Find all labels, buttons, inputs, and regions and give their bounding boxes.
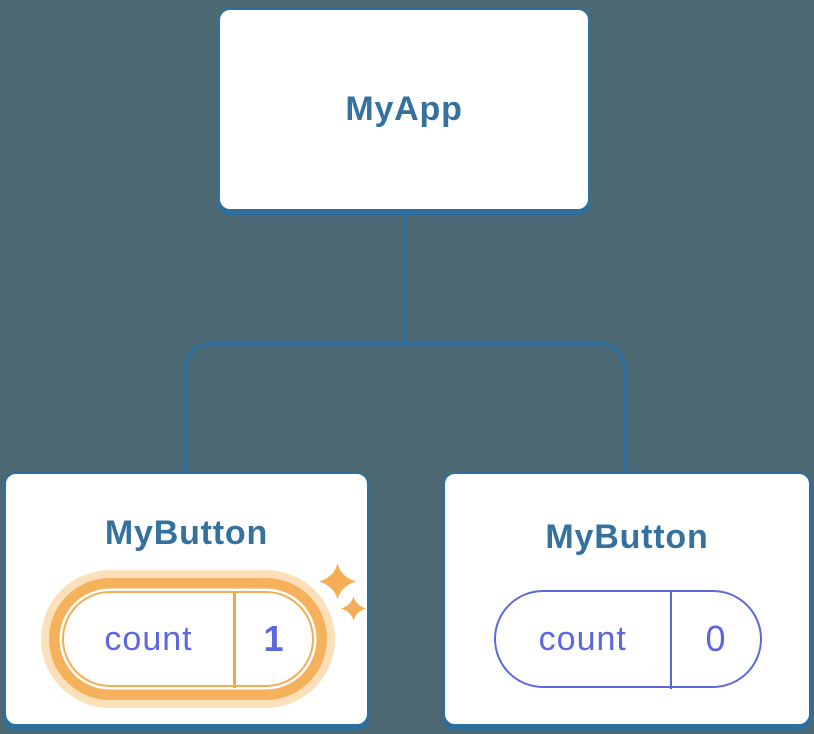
state-name-label: count <box>104 619 193 658</box>
state-name-label: count <box>538 619 627 658</box>
component-card-myapp: MyApp <box>218 8 590 211</box>
state-value: 0 <box>705 618 727 659</box>
sparkles-icon <box>319 563 356 600</box>
state-pill-divider <box>233 590 236 688</box>
sparkle-small-icon <box>341 596 366 621</box>
component-title: MyButton <box>104 514 269 552</box>
component-card-mybutton-left: MyButton count 1 <box>4 472 369 726</box>
state-pill-highlighted: count 1 <box>62 590 314 688</box>
state-value: 1 <box>263 618 285 659</box>
state-pill-divider <box>669 589 672 689</box>
state-pill: count 0 <box>494 589 762 689</box>
component-title: MyApp <box>345 90 463 128</box>
children-bracket-line <box>183 341 627 478</box>
component-card-mybutton-right: MyButton count 0 <box>443 472 811 726</box>
component-title: MyButton <box>545 518 709 556</box>
